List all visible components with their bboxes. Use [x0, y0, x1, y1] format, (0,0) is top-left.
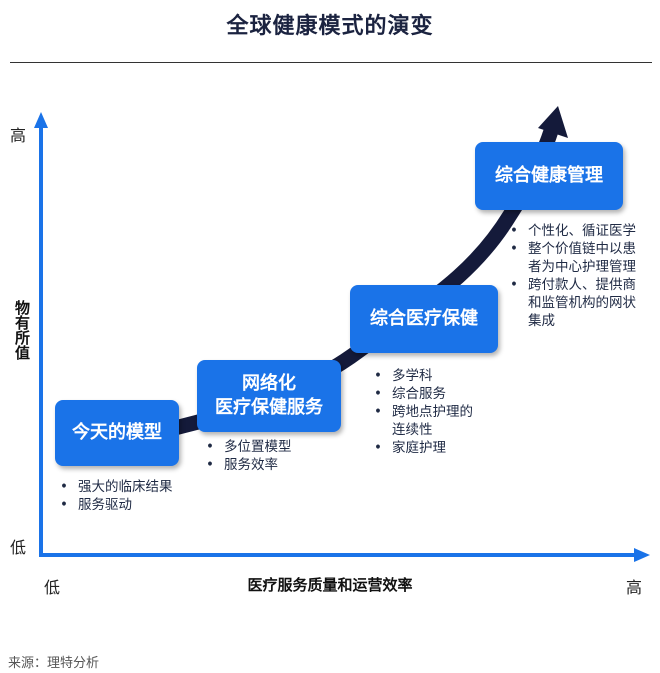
bullet-item: 多学科	[372, 367, 473, 385]
stage-box-today: 今天的模型	[55, 400, 179, 466]
stage-title: 今天的模型	[72, 422, 162, 443]
bullet-list-today: 强大的临床结果 服务驱动	[58, 478, 173, 514]
stage-box-health-management: 综合健康管理	[475, 142, 623, 210]
bullet-item: 家庭护理	[372, 439, 473, 457]
bullet-list-health-management: 个性化、循证医学 整个价值链中以患 者为中心护理管理 跨付款人、提供商 和监管机…	[508, 222, 636, 330]
bullet-item-continuation: 和监管机构的网状	[528, 295, 636, 311]
title-divider	[10, 62, 652, 63]
stage-title: 综合医疗保健	[370, 308, 478, 329]
bullet-item-continuation: 连续性	[392, 422, 433, 438]
bullet-item: 服务驱动	[58, 496, 173, 514]
x-axis-arrowhead	[634, 548, 650, 562]
stage-box-network: 网络化 医疗保健服务	[197, 360, 341, 432]
bullet-list-integrated-care: 多学科 综合服务 跨地点护理的 连续性 家庭护理	[372, 367, 473, 457]
bullet-list-network: 多位置模型 服务效率	[204, 438, 292, 474]
bullet-item: 多位置模型	[204, 438, 292, 456]
bullet-item-continuation: 者为中心护理管理	[528, 259, 636, 275]
x-axis-low-label: 低	[44, 578, 61, 597]
bullet-item: 服务效率	[204, 456, 292, 474]
bullet-item: 综合服务	[372, 385, 473, 403]
stage-title-line1: 网络化	[242, 373, 296, 394]
stage-title-line2: 医疗保健服务	[215, 397, 323, 418]
y-axis-low-label: 低	[10, 538, 27, 557]
diagram-title: 全球健康模式的演变	[226, 13, 434, 39]
bullet-item: 强大的临床结果	[58, 478, 173, 496]
y-axis-arrowhead	[34, 112, 48, 128]
stage-title: 综合健康管理	[495, 165, 603, 186]
source-note: 来源：理特分析	[8, 656, 100, 671]
x-axis-high-label: 高	[626, 578, 643, 597]
stage-box-integrated-care: 综合医疗保健	[350, 285, 498, 353]
bullet-item: 跨地点护理的	[372, 403, 473, 421]
y-axis-high-label: 高	[10, 126, 27, 145]
bullet-item: 整个价值链中以患	[508, 240, 636, 258]
bullet-item: 个性化、循证医学	[508, 222, 636, 240]
bullet-item-continuation: 集成	[528, 313, 555, 329]
y-axis-title: 物有所值	[13, 300, 31, 360]
bullet-item: 跨付款人、提供商	[508, 276, 636, 294]
curve-arrowhead	[538, 106, 568, 138]
x-axis-title: 医疗服务质量和运营效率	[247, 576, 413, 594]
